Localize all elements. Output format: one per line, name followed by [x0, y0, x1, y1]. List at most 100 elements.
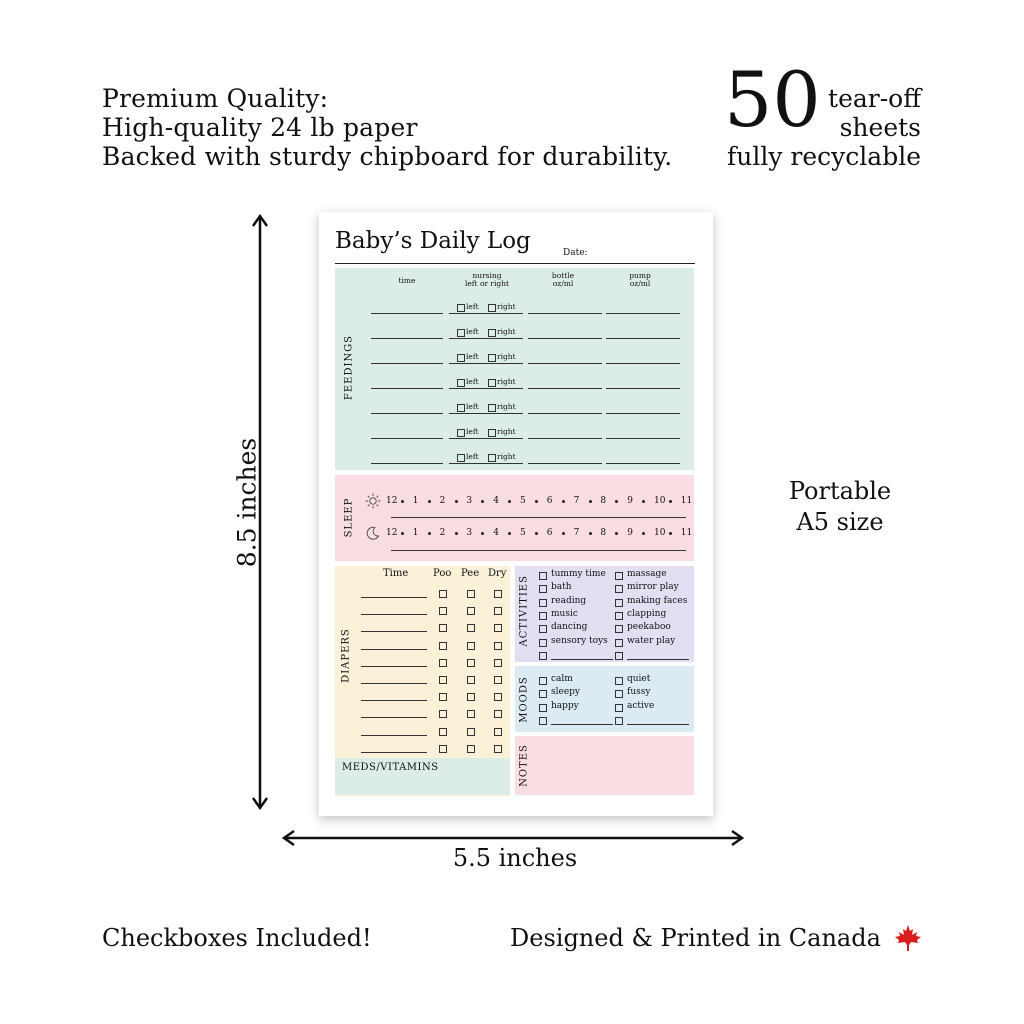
sleep-hour[interactable]: 3: [466, 528, 473, 538]
sleep-hour[interactable]: 4: [493, 496, 499, 506]
dry-checkbox[interactable]: [494, 607, 502, 616]
sleep-hour[interactable]: 12: [386, 528, 398, 538]
diaper-time-line[interactable]: [361, 665, 427, 667]
pump-line[interactable]: [606, 313, 680, 314]
poo-checkbox[interactable]: [439, 641, 447, 650]
sleep-hour[interactable]: 11: [680, 496, 693, 506]
dry-checkbox[interactable]: [494, 744, 502, 753]
activity-checkbox[interactable]: [615, 611, 623, 620]
poo-checkbox[interactable]: [439, 693, 447, 702]
diaper-time-line[interactable]: [361, 734, 427, 736]
diaper-time-line[interactable]: [361, 700, 427, 702]
feed-time-line[interactable]: [371, 438, 443, 439]
pee-checkbox[interactable]: [467, 727, 475, 736]
pee-checkbox[interactable]: [467, 641, 475, 650]
feed-time-line[interactable]: [371, 338, 443, 339]
sleep-hour[interactable]: 2: [439, 528, 446, 538]
left-checkbox[interactable]: [457, 404, 465, 412]
pump-line[interactable]: [606, 463, 680, 464]
mood-checkbox[interactable]: [539, 703, 547, 712]
left-checkbox[interactable]: [457, 329, 465, 337]
activity-checkbox[interactable]: [615, 638, 623, 647]
right-checkbox[interactable]: [488, 354, 496, 362]
sleep-hour[interactable]: 8: [600, 528, 607, 538]
sleep-hour[interactable]: 9: [627, 528, 633, 538]
activity-checkbox[interactable]: [539, 638, 547, 647]
diaper-time-line[interactable]: [361, 631, 427, 633]
mood-other-checkbox[interactable]: [615, 716, 623, 725]
pee-checkbox[interactable]: [467, 624, 475, 633]
sleep-hour[interactable]: 11: [680, 528, 693, 538]
dry-checkbox[interactable]: [494, 590, 502, 598]
dry-checkbox[interactable]: [494, 641, 502, 650]
dry-checkbox[interactable]: [494, 624, 502, 633]
activity-checkbox[interactable]: [539, 611, 547, 620]
sleep-hour[interactable]: 2: [439, 496, 446, 506]
bottle-line[interactable]: [528, 338, 602, 339]
left-checkbox[interactable]: [457, 304, 465, 312]
activity-other-checkbox[interactable]: [615, 651, 623, 660]
bottle-line[interactable]: [528, 463, 602, 464]
mood-other-line[interactable]: [551, 723, 613, 725]
activity-checkbox[interactable]: [539, 598, 547, 607]
left-checkbox[interactable]: [457, 379, 465, 387]
diaper-time-line[interactable]: [361, 597, 427, 598]
poo-checkbox[interactable]: [439, 727, 447, 736]
diaper-time-line[interactable]: [361, 614, 427, 616]
sleep-hour[interactable]: 3: [466, 496, 473, 506]
mood-checkbox[interactable]: [615, 690, 623, 699]
bottle-line[interactable]: [528, 313, 602, 314]
pump-line[interactable]: [606, 413, 680, 414]
feed-time-line[interactable]: [371, 313, 443, 314]
activity-other-line[interactable]: [551, 658, 613, 660]
sleep-hour[interactable]: 6: [546, 528, 553, 538]
feed-time-line[interactable]: [371, 388, 443, 389]
activity-checkbox[interactable]: [615, 625, 623, 634]
poo-checkbox[interactable]: [439, 710, 447, 719]
feed-time-line[interactable]: [371, 363, 443, 364]
left-checkbox[interactable]: [457, 454, 465, 462]
right-checkbox[interactable]: [488, 379, 496, 387]
mood-checkbox[interactable]: [615, 677, 623, 685]
sleep-hour[interactable]: 7: [573, 496, 580, 506]
pee-checkbox[interactable]: [467, 744, 475, 753]
right-checkbox[interactable]: [488, 304, 496, 312]
poo-checkbox[interactable]: [439, 590, 447, 598]
dry-checkbox[interactable]: [494, 658, 502, 667]
left-checkbox[interactable]: [457, 354, 465, 362]
mood-checkbox[interactable]: [539, 690, 547, 699]
sleep-hour[interactable]: 1: [412, 496, 419, 506]
sleep-hour[interactable]: 7: [573, 528, 580, 538]
feed-time-line[interactable]: [371, 413, 443, 414]
bottle-line[interactable]: [528, 363, 602, 364]
activity-checkbox[interactable]: [539, 585, 547, 594]
left-checkbox[interactable]: [457, 429, 465, 437]
poo-checkbox[interactable]: [439, 624, 447, 633]
activity-checkbox[interactable]: [539, 625, 547, 634]
sleep-hour[interactable]: 5: [520, 496, 526, 506]
bottle-line[interactable]: [528, 413, 602, 414]
pee-checkbox[interactable]: [467, 590, 475, 598]
right-checkbox[interactable]: [488, 404, 496, 412]
activity-checkbox[interactable]: [615, 572, 623, 580]
pee-checkbox[interactable]: [467, 693, 475, 702]
dry-checkbox[interactable]: [494, 676, 502, 684]
diaper-time-line[interactable]: [361, 683, 427, 684]
mood-checkbox[interactable]: [539, 677, 547, 685]
sleep-hour[interactable]: 9: [627, 496, 633, 506]
sleep-hour[interactable]: 5: [520, 528, 526, 538]
dry-checkbox[interactable]: [494, 727, 502, 736]
right-checkbox[interactable]: [488, 429, 496, 437]
sleep-hour[interactable]: 1: [412, 528, 419, 538]
mood-other-line[interactable]: [627, 723, 689, 725]
activity-checkbox[interactable]: [615, 598, 623, 607]
bottle-line[interactable]: [528, 388, 602, 389]
poo-checkbox[interactable]: [439, 607, 447, 616]
sleep-hour[interactable]: 10: [654, 496, 666, 506]
activity-other-checkbox[interactable]: [539, 651, 547, 660]
sleep-hour[interactable]: 10: [654, 528, 666, 538]
sleep-hour[interactable]: 4: [493, 528, 499, 538]
dry-checkbox[interactable]: [494, 710, 502, 719]
pump-line[interactable]: [606, 363, 680, 364]
activity-checkbox[interactable]: [615, 585, 623, 594]
